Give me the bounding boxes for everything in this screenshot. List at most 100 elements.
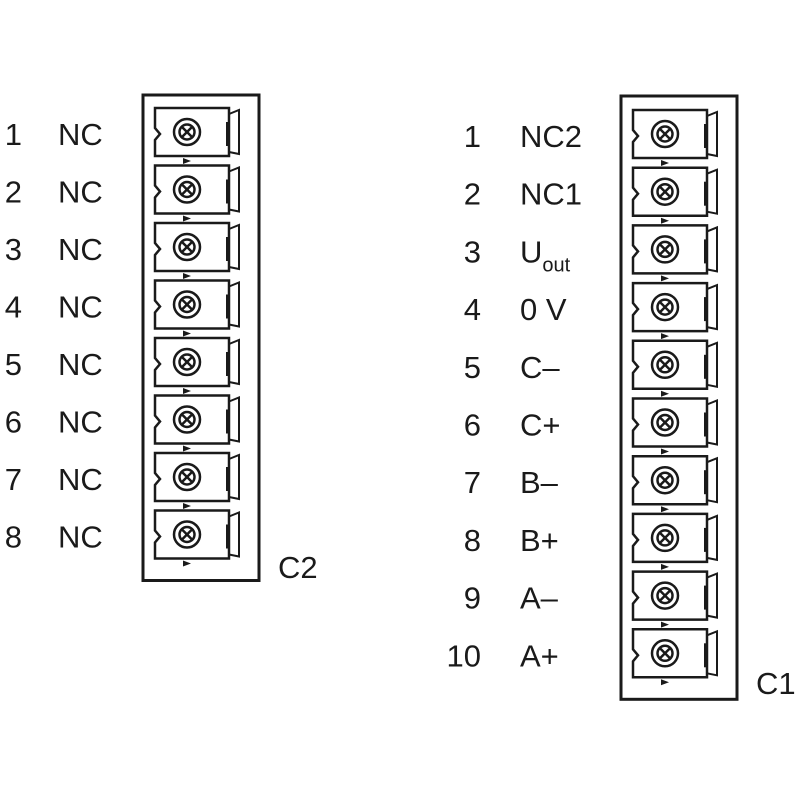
pin-label-text: C+ — [520, 408, 561, 443]
screw-slot — [658, 127, 672, 141]
pin-label: C+ — [520, 408, 561, 443]
screw-slot — [180, 125, 194, 139]
terminal-clamp — [706, 629, 718, 677]
terminal-clamp — [706, 168, 718, 215]
pin-number: 1 — [464, 119, 481, 154]
pin-label: NC — [58, 175, 103, 210]
pin-label-text: NC — [58, 175, 103, 210]
pin-label-subscript: out — [542, 254, 570, 276]
terminal-clamp — [706, 514, 718, 562]
pin-number: 9 — [464, 581, 481, 616]
pin-label-text: A– — [520, 581, 559, 616]
pin-label-text: NC1 — [520, 177, 582, 212]
screw-slot — [658, 531, 672, 545]
terminal — [153, 279, 240, 337]
pin-number: 2 — [464, 177, 481, 212]
terminal — [153, 394, 240, 452]
terminal — [631, 281, 718, 340]
pin-label-text: NC — [58, 520, 103, 555]
terminal-marker — [183, 158, 191, 164]
pin-label: Uout — [520, 234, 571, 276]
screw-slot — [658, 588, 672, 603]
terminal — [631, 454, 718, 513]
pin-label-text: NC — [58, 462, 103, 497]
pin-label: NC2 — [520, 119, 582, 154]
pin-number: 8 — [5, 520, 22, 555]
pin-label: NC — [58, 290, 103, 325]
terminal-marker — [661, 390, 669, 397]
screw-slot — [658, 646, 672, 661]
pin-label: NC — [58, 462, 103, 497]
pin-label-text: C– — [520, 350, 560, 385]
pin-number: 6 — [464, 408, 481, 443]
screw-slot — [658, 357, 672, 372]
terminal — [153, 221, 240, 279]
screw-slot — [180, 470, 194, 484]
screw-slot — [658, 242, 672, 257]
terminal — [153, 106, 240, 164]
screw-slot — [658, 300, 672, 314]
terminal-clamp — [706, 572, 718, 619]
pin-number: 8 — [464, 523, 481, 558]
terminal-marker — [183, 560, 191, 567]
connector-name: C1 — [756, 666, 796, 701]
terminal-clamp — [228, 166, 240, 213]
connector-housing — [141, 93, 261, 582]
terminal — [631, 628, 718, 686]
pin-label: B+ — [520, 523, 559, 558]
terminal-clamp — [706, 283, 718, 331]
pin-number: 1 — [5, 117, 22, 152]
terminal — [631, 339, 718, 397]
terminal-marker — [661, 275, 669, 282]
terminal-marker — [183, 273, 191, 279]
pin-number: 3 — [5, 232, 22, 267]
pin-number: 7 — [464, 465, 481, 500]
pin-label: NC — [58, 405, 103, 440]
screw-slot — [658, 415, 672, 430]
pin-number: 5 — [464, 350, 481, 385]
terminal-marker — [183, 445, 191, 452]
pin-label: 0 V — [520, 292, 567, 327]
terminal-clamp — [706, 225, 718, 273]
terminal — [631, 224, 718, 282]
pin-number: 2 — [5, 175, 22, 210]
terminal — [153, 509, 240, 567]
screw-slot — [658, 473, 672, 488]
terminal-marker — [661, 679, 669, 686]
pin-number: 4 — [464, 292, 481, 327]
terminal-clamp — [706, 341, 718, 389]
pin-label: NC1 — [520, 177, 582, 212]
terminal-clamp — [706, 399, 718, 446]
pin-label-text: 0 V — [520, 292, 567, 327]
pin-label: NC — [58, 232, 103, 267]
terminal-marker — [661, 333, 669, 340]
terminal-marker — [661, 563, 669, 570]
pin-number: 7 — [5, 462, 22, 497]
pin-label-text: B+ — [520, 523, 559, 558]
terminal — [631, 397, 718, 455]
terminal-clamp — [228, 338, 240, 386]
pin-label-text: NC — [58, 232, 103, 267]
terminal — [631, 166, 718, 224]
pin-label-text: B– — [520, 465, 559, 500]
pin-label: A– — [520, 581, 559, 616]
terminal-clamp — [228, 453, 240, 501]
terminal-clamp — [706, 110, 718, 158]
terminal-clamp — [228, 281, 240, 328]
terminal-marker — [183, 503, 191, 509]
terminal-marker — [661, 160, 669, 166]
pin-label: A+ — [520, 638, 559, 673]
terminal — [631, 570, 718, 628]
pin-label-text: NC — [58, 347, 103, 382]
screw-slot — [180, 412, 194, 427]
terminal-clamp — [706, 456, 718, 504]
pin-label: NC — [58, 347, 103, 382]
terminal — [153, 451, 240, 509]
pin-number: 5 — [5, 347, 22, 382]
terminal-clamp — [228, 396, 240, 443]
screw-slot — [658, 184, 672, 199]
pin-label: NC — [58, 520, 103, 555]
